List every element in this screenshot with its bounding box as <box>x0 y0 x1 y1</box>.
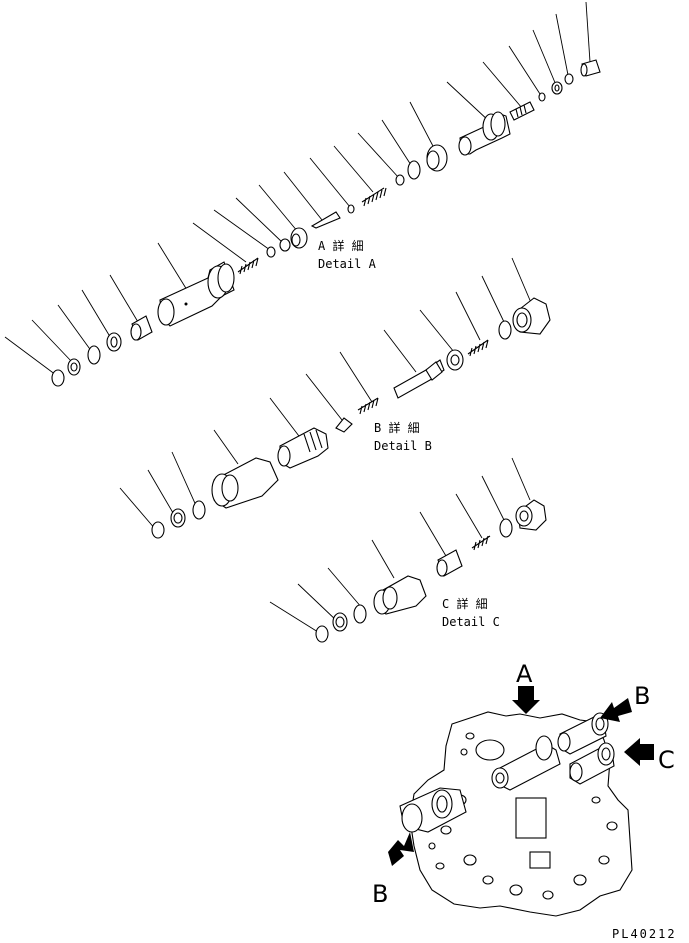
valve-a-cartridge <box>491 735 561 791</box>
valve-b-cartridge <box>557 712 609 755</box>
detail-c-parts <box>315 499 547 643</box>
drawing-code: PL40212 <box>612 927 677 941</box>
detail-c-leader-lines <box>269 457 531 633</box>
detail-a-group: A 詳 細 Detail A <box>4 1 601 387</box>
arrow-b-lower-icon <box>388 832 414 866</box>
detail-a-label-en: Detail A <box>318 257 377 271</box>
detail-b-parts <box>151 297 551 539</box>
detail-b-group: B 詳 細 Detail B <box>119 257 551 539</box>
detail-b-label-en: Detail B <box>374 439 432 453</box>
detail-a-parts <box>51 59 601 387</box>
detail-c-label-jp: C 詳 細 <box>442 596 488 611</box>
detail-a-leader-lines <box>4 1 591 376</box>
arrow-label-a: A <box>516 660 533 688</box>
valve-b-lower-cartridge <box>399 787 467 833</box>
detail-a-label-jp: A 詳 細 <box>318 238 364 253</box>
detail-c-group: C 詳 細 Detail C <box>269 457 547 643</box>
detail-b-label-jp: B 詳 細 <box>374 420 420 435</box>
arrow-label-b-upper: B <box>634 682 650 710</box>
arrow-label-b-lower: B <box>372 880 388 908</box>
arrow-label-c: C <box>658 746 675 774</box>
arrow-c-icon <box>624 738 654 766</box>
valve-c-cartridge <box>569 742 615 785</box>
valve-assembly-view <box>399 711 633 917</box>
arrow-a-icon <box>512 686 540 714</box>
arrows <box>388 686 654 866</box>
detail-b-leader-lines <box>119 257 533 531</box>
arrow-b-upper-icon <box>600 698 632 722</box>
detail-c-label-en: Detail C <box>442 615 500 629</box>
